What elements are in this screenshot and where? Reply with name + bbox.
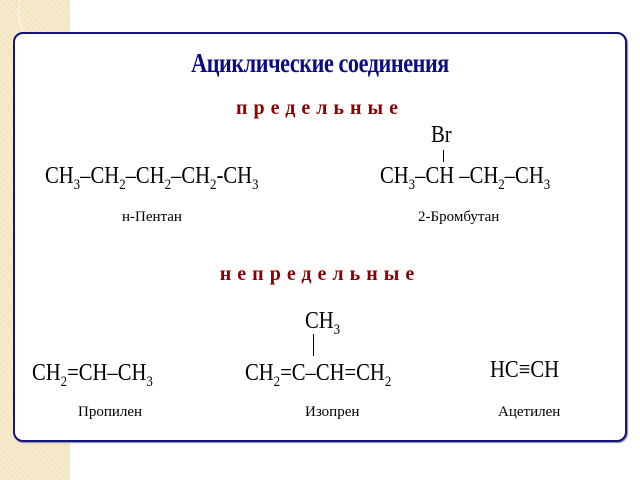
formula-part: HC≡CH bbox=[490, 357, 559, 383]
section-saturated: предельные bbox=[235, 97, 405, 119]
formula-subscript: 2 bbox=[164, 177, 172, 193]
name-bromobutane: 2-Бромбутан bbox=[418, 209, 500, 225]
formula-part: CH bbox=[305, 308, 334, 334]
bond-line bbox=[313, 334, 314, 356]
formula-subscript: 2 bbox=[273, 374, 281, 390]
formula-subscript: 3 bbox=[333, 322, 341, 338]
formula-isoprene: CH2=C–CH=CH2 bbox=[245, 360, 392, 390]
formula-part: –CH bbox=[454, 163, 499, 189]
formula-part: –CH bbox=[107, 360, 147, 386]
slide-title: Ациклические соединения bbox=[191, 48, 449, 78]
formula-subscript: 2 bbox=[210, 177, 217, 193]
formula-part: –CH bbox=[504, 163, 544, 189]
name-isoprene: Изопрен bbox=[305, 404, 360, 420]
formula-part: CH bbox=[32, 360, 61, 386]
formula-part: –CH bbox=[125, 163, 165, 189]
formula-subscript: 3 bbox=[252, 177, 259, 193]
name-propylene: Пропилен bbox=[78, 404, 143, 420]
formula-acetylene: HC≡CH bbox=[490, 357, 559, 384]
formula-part: CH bbox=[380, 163, 409, 189]
formula-part: -CH bbox=[216, 163, 253, 189]
substituent-br: Br bbox=[431, 122, 452, 148]
content-frame bbox=[13, 32, 627, 442]
formula-propylene: CH2=CH–CH3 bbox=[32, 360, 153, 390]
formula-subscript: 2 bbox=[384, 374, 392, 390]
section-unsaturated: непредельные bbox=[219, 263, 421, 285]
formula-part: =C bbox=[280, 360, 306, 386]
formula-part: CH bbox=[245, 360, 274, 386]
formula-bromobutane: CH3–CH –CH2–CH3 bbox=[380, 163, 551, 193]
formula-part: –CH bbox=[415, 163, 455, 189]
formula-subscript: 2 bbox=[498, 177, 505, 193]
formula-pentane: CH3–CH2–CH2–CH2-CH3 bbox=[45, 163, 259, 193]
substituent-ch3: CH3 bbox=[305, 308, 341, 338]
formula-subscript: 3 bbox=[408, 177, 416, 193]
formula-part: CH bbox=[45, 163, 74, 189]
formula-subscript: 3 bbox=[73, 177, 81, 193]
formula-part: –CH=CH bbox=[305, 360, 385, 386]
formula-part: –CH bbox=[80, 163, 120, 189]
formula-subscript: 3 bbox=[146, 374, 153, 390]
name-acetylene: Ацетилен bbox=[498, 404, 561, 420]
formula-part: –CH bbox=[171, 163, 211, 189]
formula-subscript: 3 bbox=[543, 177, 551, 193]
formula-subscript: 2 bbox=[119, 177, 126, 193]
bond-line bbox=[443, 150, 444, 162]
formula-part: =CH bbox=[67, 360, 108, 386]
name-pentane: н-Пентан bbox=[122, 209, 182, 225]
formula-subscript: 2 bbox=[60, 374, 68, 390]
